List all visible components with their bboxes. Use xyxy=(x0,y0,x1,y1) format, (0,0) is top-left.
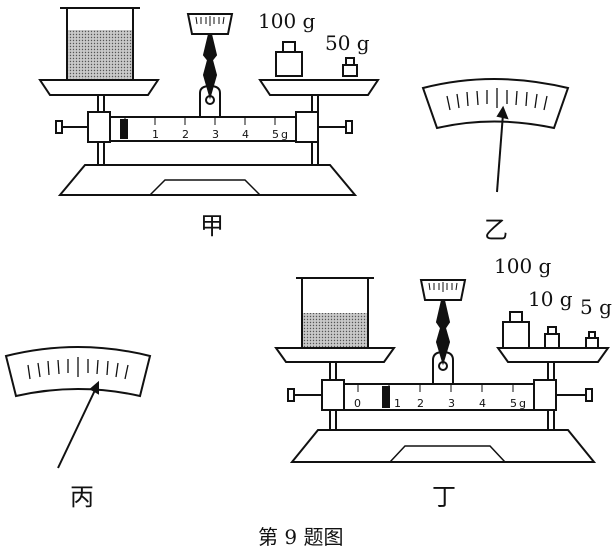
weight-10g xyxy=(544,333,560,349)
beam-scale xyxy=(341,383,537,411)
rider-ding xyxy=(382,386,390,408)
left-nut xyxy=(87,111,111,143)
tick-1-jia: 1 xyxy=(152,128,159,141)
dial-bing xyxy=(4,346,152,469)
tick-5-jia: 5 xyxy=(272,128,279,141)
right-pan xyxy=(258,79,380,96)
tick-0-jia: 0 xyxy=(121,128,128,141)
pointer-yi xyxy=(496,113,504,193)
left-pan xyxy=(274,347,396,363)
liquid xyxy=(303,313,367,347)
caption-yi: 乙 xyxy=(484,216,508,244)
tick-1-ding: 1 xyxy=(394,397,401,410)
tick-3-jia: 3 xyxy=(212,128,219,141)
caption-jia: 甲 xyxy=(200,212,224,240)
caption-ding: 丁 xyxy=(432,483,456,511)
weight-5g xyxy=(585,337,599,349)
weight-100g xyxy=(502,321,530,349)
weight-label-100g-ding: 100 g xyxy=(494,254,552,278)
rider-jia xyxy=(120,119,128,139)
left-pan xyxy=(38,79,160,96)
pointer-needle xyxy=(435,295,451,366)
figure-caption: 第 9 题图 xyxy=(258,525,343,549)
liquid xyxy=(68,30,132,79)
weight-100g xyxy=(275,51,303,77)
dial-yi xyxy=(421,78,570,193)
tick-5-ding: 5 xyxy=(510,397,517,410)
pointer-needle xyxy=(202,29,218,100)
weight-label-10g-ding: 10 g xyxy=(528,287,573,311)
right-pan xyxy=(496,347,610,363)
weight-50g xyxy=(342,64,358,77)
tick-2-jia: 2 xyxy=(182,128,189,141)
balance-ding xyxy=(274,277,610,463)
weight-label-5g-ding: 5 g xyxy=(580,295,612,319)
tick-2-ding: 2 xyxy=(417,397,424,410)
tick-unit-ding: g xyxy=(519,397,526,410)
balance-jia xyxy=(38,7,380,196)
weight-label-100g-jia: 100 g xyxy=(258,9,316,33)
pointer-bing xyxy=(57,387,97,469)
right-nut xyxy=(295,111,319,143)
tick-3-ding: 3 xyxy=(448,397,455,410)
tick-4-jia: 4 xyxy=(242,128,249,141)
tick-0-ding: 0 xyxy=(354,397,361,410)
tick-4-ding: 4 xyxy=(479,397,486,410)
caption-bing: 丙 xyxy=(70,483,94,511)
tick-unit-jia: g xyxy=(281,128,288,141)
weight-label-50g-jia: 50 g xyxy=(325,31,370,55)
beam-scale xyxy=(107,116,299,142)
